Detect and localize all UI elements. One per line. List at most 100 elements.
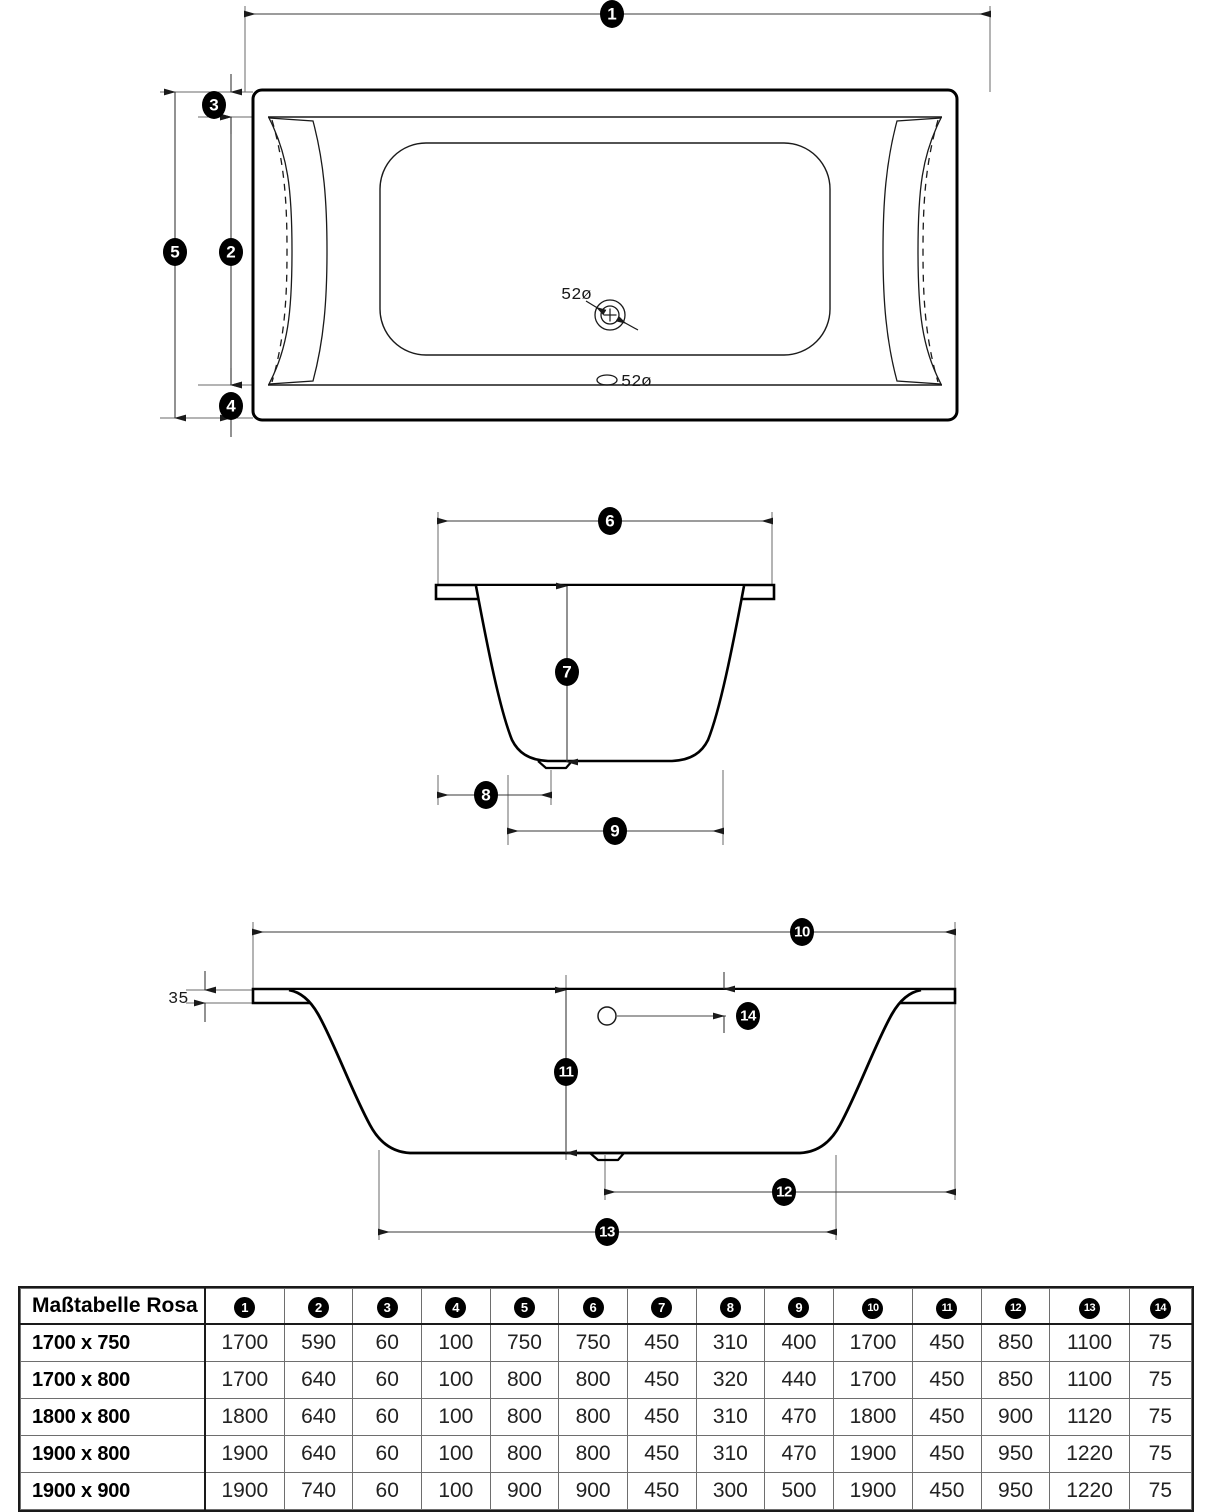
table-col-header-3: 3 — [352, 1288, 423, 1325]
table-cell: 1900 — [832, 1435, 914, 1473]
waste-diameter-label: 52ø — [621, 373, 652, 392]
callout-6-label: 6 — [605, 512, 614, 531]
callout-6: 6 — [598, 507, 622, 535]
column-badge-1: 1 — [234, 1297, 256, 1318]
table-cell: 75 — [1128, 1361, 1193, 1399]
callout-14-label: 14 — [740, 1008, 757, 1025]
table-cell: 850 — [980, 1361, 1051, 1399]
table-cell: 1120 — [1049, 1398, 1130, 1436]
section-bowl-profile — [474, 585, 746, 763]
table-cell: 1700 — [204, 1361, 285, 1399]
table-cell: 740 — [283, 1472, 354, 1510]
table-cell: 450 — [912, 1361, 982, 1399]
table-cell: 100 — [421, 1435, 491, 1473]
callout-14: 14 — [736, 1002, 760, 1030]
table-cell: 400 — [764, 1323, 834, 1362]
elevation-overflow-hole — [597, 1006, 726, 1026]
table-cell: 800 — [489, 1361, 560, 1399]
callout-13: 13 — [595, 1218, 619, 1246]
table-cell: 100 — [421, 1323, 491, 1362]
table-cell: 800 — [558, 1398, 628, 1436]
table-cell: 590 — [283, 1323, 354, 1362]
callout-12: 12 — [772, 1178, 796, 1206]
callout-4: 4 — [219, 392, 243, 420]
callout-11: 11 — [554, 1058, 578, 1086]
table-cell: 800 — [489, 1398, 560, 1436]
callout-7-label: 7 — [562, 663, 571, 682]
column-badge-14: 14 — [1149, 1298, 1171, 1319]
table-cell: 310 — [695, 1398, 766, 1436]
rim-thickness-label: 35 — [168, 990, 188, 1009]
table-cell: 950 — [980, 1472, 1051, 1510]
table-col-header-2: 2 — [283, 1288, 354, 1325]
table-cell: 1900 — [832, 1472, 914, 1510]
table-cell: 450 — [912, 1323, 982, 1362]
table-cell: 640 — [283, 1435, 354, 1473]
elevation-view-group: 10 35 14 11 — [168, 918, 957, 1246]
column-badge-2: 2 — [308, 1297, 330, 1318]
callout-12-label: 12 — [776, 1184, 792, 1201]
table-cell: 470 — [764, 1398, 834, 1436]
table-cell: 640 — [283, 1361, 354, 1399]
column-badge-3: 3 — [376, 1297, 398, 1318]
table-cell: 450 — [626, 1323, 697, 1362]
table-cell: 470 — [764, 1435, 834, 1473]
table-cell: 60 — [352, 1472, 423, 1510]
callout-10: 10 — [790, 918, 814, 946]
elevation-bowl-profile — [288, 988, 922, 1155]
table-cell: 950 — [980, 1435, 1051, 1473]
callout-5-label: 5 — [170, 243, 179, 262]
callout-9: 9 — [603, 817, 627, 845]
table-cell: 60 — [352, 1398, 423, 1436]
tub-outer-rim — [251, 88, 959, 422]
callout-8-label: 8 — [481, 786, 490, 805]
waste-hole-symbol — [596, 374, 618, 386]
callout-3: 3 — [202, 91, 226, 119]
table-cell: 1220 — [1049, 1435, 1130, 1473]
table-cell: 850 — [980, 1323, 1051, 1362]
table-cell: 60 — [352, 1323, 423, 1362]
callout-1: 1 — [600, 0, 624, 28]
callout-11-label: 11 — [559, 1064, 574, 1081]
section-view-group: 6 7 8 9 — [434, 507, 776, 845]
plan-view-group: 52ø 52ø 1 5 2 3 4 — [160, 0, 991, 437]
table-col-header-9: 9 — [764, 1288, 834, 1325]
elevation-drain-bump — [589, 1152, 625, 1162]
overflow-diameter-label: 52ø — [561, 286, 592, 305]
table-cell: 450 — [912, 1435, 982, 1473]
table-cell: 800 — [489, 1435, 560, 1473]
table-cell: 1900 — [204, 1435, 285, 1473]
callout-10-label: 10 — [794, 924, 810, 941]
table-cell: 75 — [1128, 1435, 1193, 1473]
callout-5: 5 — [163, 238, 187, 266]
callout-2: 2 — [219, 238, 243, 266]
table-cell: 1100 — [1049, 1361, 1130, 1399]
table-cell: 1700 — [204, 1323, 285, 1362]
column-badge-4: 4 — [445, 1297, 467, 1318]
table-cell: 75 — [1128, 1398, 1193, 1436]
table-cell: 450 — [626, 1472, 697, 1510]
column-badge-5: 5 — [513, 1297, 535, 1318]
table-row-label: 1700 x 750 — [19, 1323, 206, 1362]
table-row-label: 1900 x 900 — [19, 1472, 206, 1510]
callout-1-label: 1 — [607, 5, 616, 24]
column-badge-8: 8 — [719, 1297, 741, 1318]
table-cell: 1220 — [1049, 1472, 1130, 1510]
callout-3-label: 3 — [209, 96, 218, 115]
table-cell: 450 — [912, 1398, 982, 1436]
column-badge-11: 11 — [936, 1298, 958, 1319]
table-cell: 1100 — [1049, 1323, 1130, 1362]
column-badge-13: 13 — [1079, 1298, 1101, 1319]
table-cell: 750 — [489, 1323, 560, 1362]
column-badge-6: 6 — [582, 1297, 604, 1318]
table-cell: 60 — [352, 1435, 423, 1473]
table-cell: 440 — [764, 1361, 834, 1399]
table-cell: 900 — [980, 1398, 1051, 1436]
table-cell: 750 — [558, 1323, 628, 1362]
table-cell: 300 — [695, 1472, 766, 1510]
callout-4-label: 4 — [226, 397, 236, 416]
table-cell: 450 — [912, 1472, 982, 1510]
